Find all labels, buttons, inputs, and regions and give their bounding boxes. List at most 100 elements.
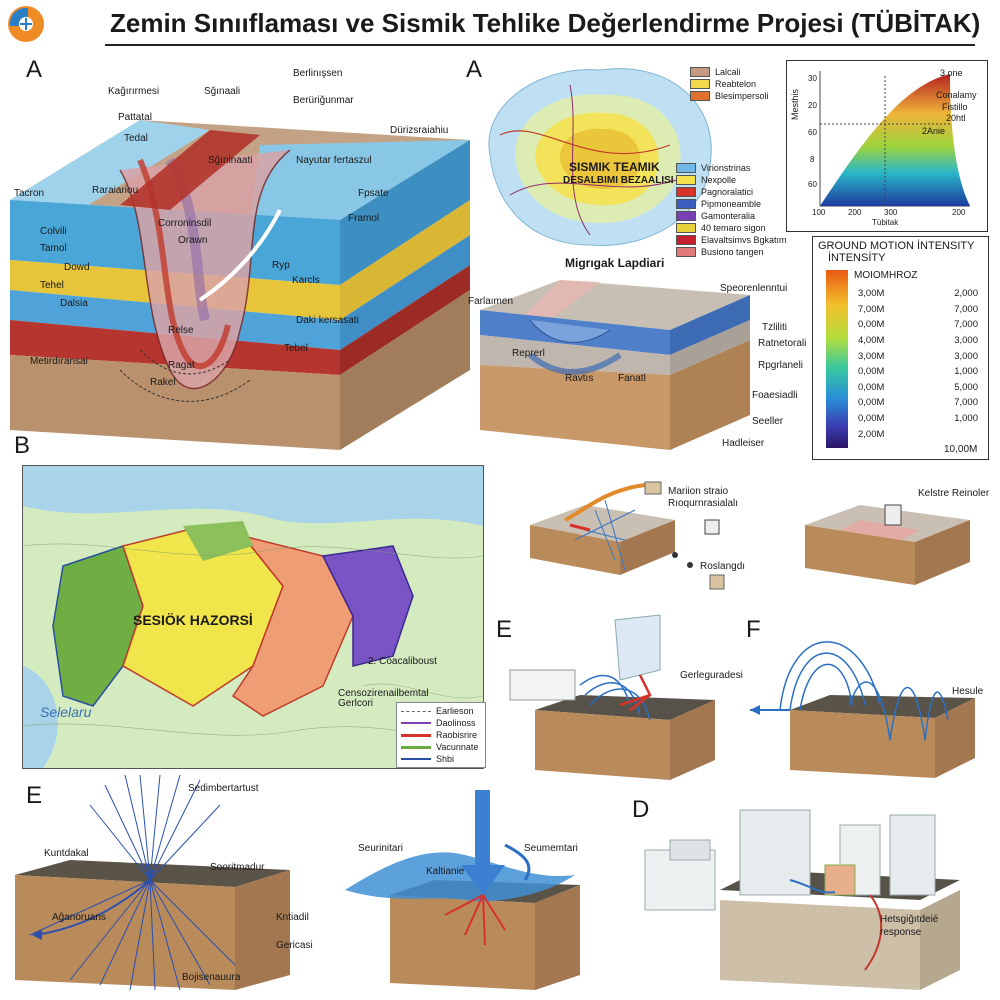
intensity-row-value: 4,00M bbox=[858, 335, 885, 347]
intensity-row-value: 0,00M bbox=[858, 381, 885, 393]
map-legend-top: Lalcali Reabtelon Blesimpersoli bbox=[690, 66, 769, 102]
intensity-footer: 10,00M bbox=[944, 444, 978, 455]
impact-label: Seumemtari bbox=[524, 843, 578, 854]
block-label-6: Reprerl bbox=[512, 348, 545, 359]
panel-b-label: B bbox=[14, 432, 31, 459]
curve-annotation: 20htl bbox=[946, 113, 966, 123]
intensity-row-value: 3,00M bbox=[858, 350, 885, 362]
pal-label-1: Kağırırmesi bbox=[108, 86, 160, 97]
pal-label-10: Tacron bbox=[14, 188, 45, 199]
legend-item: Reabtelon bbox=[690, 78, 769, 90]
intensity-row-value: 3,000 bbox=[954, 335, 978, 347]
legend-label: Pagnoralatici bbox=[701, 187, 754, 197]
site-block-diagram bbox=[805, 504, 970, 585]
ray-path-block-diagram bbox=[15, 774, 290, 991]
legend-swatch bbox=[676, 187, 696, 197]
legend-label: Raobisrire bbox=[436, 730, 478, 740]
intensity-title-2: İNTENSİTY bbox=[828, 252, 886, 264]
block-label-11: Hadleiser bbox=[722, 438, 765, 449]
ray-label: Kuntdakal bbox=[44, 848, 89, 859]
curve-x-tick: 200 bbox=[848, 208, 862, 217]
page-title: Zemin Sınııflaması ve Sismik Tehlike Değ… bbox=[110, 8, 981, 38]
logo bbox=[6, 4, 46, 44]
curve-annotation: 2Anie bbox=[922, 126, 946, 136]
regional-map-shapes bbox=[23, 466, 483, 768]
legend-label: Shbi bbox=[436, 754, 455, 764]
legend-label: Pipmoneamble bbox=[701, 199, 762, 209]
legend-swatch bbox=[690, 79, 710, 89]
ray-label: Ağanoruans bbox=[52, 912, 106, 923]
legend-swatch bbox=[690, 67, 710, 77]
block-label-2: Speorenlenntui bbox=[720, 283, 788, 294]
legend-line bbox=[401, 745, 431, 749]
pal-label-24: Metirdıransai bbox=[30, 356, 88, 367]
fault-block-diagram bbox=[480, 280, 750, 450]
pal-label-27: Ragat bbox=[168, 360, 195, 371]
legend-swatch bbox=[676, 247, 696, 257]
attenuation-curve bbox=[819, 71, 970, 207]
legend-swatch bbox=[676, 175, 696, 185]
legend-item: Vacunnate bbox=[401, 741, 481, 753]
legend-item: Pipmoneamble bbox=[676, 198, 787, 210]
intensity-header: MOIOMHROZ bbox=[854, 270, 918, 281]
legend-label: Lalcali bbox=[715, 67, 741, 77]
legend-item: Elavaltsimvs Bgkatım bbox=[676, 234, 787, 246]
sea-label: Selelaru bbox=[40, 704, 92, 720]
curve-x-tick: 100 bbox=[812, 208, 826, 217]
intensity-row-value: 1,000 bbox=[954, 366, 978, 378]
pal-label-20: Ryp bbox=[272, 260, 290, 271]
legend-item: Shbi bbox=[401, 753, 481, 765]
legend-item: Virionstrinas bbox=[676, 162, 787, 174]
pal-label-6: Tedal bbox=[124, 133, 148, 144]
station-block-diagram bbox=[530, 481, 725, 590]
pal-label-4: Berüriğunmar bbox=[293, 95, 354, 106]
intensity-row-value: 0,00M bbox=[858, 366, 885, 378]
pal-label-13: Colvili bbox=[40, 226, 67, 237]
legend-swatch bbox=[676, 211, 696, 221]
curve-y-tick: 60 bbox=[808, 128, 817, 137]
pal-label-12: Fpsate bbox=[358, 188, 389, 199]
curve-annotation: Fistillo bbox=[942, 102, 968, 112]
impact-label: Seurinitari bbox=[358, 843, 404, 854]
contour-map-title-2: DESALBIMI BEZAALISI bbox=[563, 175, 674, 186]
pal-label-17: Framol bbox=[348, 213, 380, 224]
map-legend-bottom: Virionstrinas Nexpolle Pagnoralatici Pip… bbox=[676, 162, 787, 258]
legend-label: Daolinoss bbox=[436, 718, 476, 728]
panel-f-annotation: Hesule bbox=[952, 686, 984, 697]
pal-label-7: Sğıninaati bbox=[208, 155, 253, 166]
legend-label: Blesimpersoli bbox=[715, 91, 769, 101]
curve-y-tick: 8 bbox=[810, 155, 815, 164]
pal-label-14: Corroninsdil bbox=[158, 218, 212, 229]
logo-icon bbox=[8, 6, 44, 42]
legend-swatch bbox=[690, 91, 710, 101]
station-label: Rıoqurnrasialalı bbox=[668, 498, 739, 509]
curve-y-tick: 60 bbox=[808, 180, 817, 189]
region-label: Censozirenailbemtal bbox=[338, 688, 429, 699]
intensity-row-value: 5,000 bbox=[954, 381, 978, 393]
intensity-row-value: 1,000 bbox=[954, 413, 978, 425]
legend-item: Busiono tangen bbox=[676, 246, 787, 258]
intensity-row-value: 3,000 bbox=[954, 350, 978, 362]
intensity-row-value: 0,00M bbox=[858, 397, 885, 409]
block-label-1: Farlaımen bbox=[468, 296, 514, 307]
geologic-block-diagram bbox=[10, 120, 470, 450]
pal-label-3: Berlinışsen bbox=[293, 68, 343, 79]
intensity-row: 2,00M bbox=[858, 426, 978, 442]
legend-line bbox=[401, 722, 431, 724]
legend-item: 40 temaro sigon bbox=[676, 222, 787, 234]
curve-y-tick: 20 bbox=[808, 101, 817, 110]
region-label: 2. Coacaliboust bbox=[368, 656, 437, 667]
regional-map-legend: Earlieson Daolinoss Raobisrire Vacunnate… bbox=[396, 702, 486, 768]
legend-label: Vacunnate bbox=[436, 742, 479, 752]
intensity-row-value: 7,000 bbox=[954, 319, 978, 331]
pal-label-28: Rakel bbox=[150, 377, 176, 388]
legend-item: Pagnoralatici bbox=[676, 186, 787, 198]
legend-label: 40 temaro sigon bbox=[701, 223, 766, 233]
legend-line bbox=[401, 710, 431, 712]
regional-map-title: SESIÖK HAZORSİ bbox=[133, 612, 253, 628]
pal-label-19: Tehel bbox=[40, 280, 64, 291]
